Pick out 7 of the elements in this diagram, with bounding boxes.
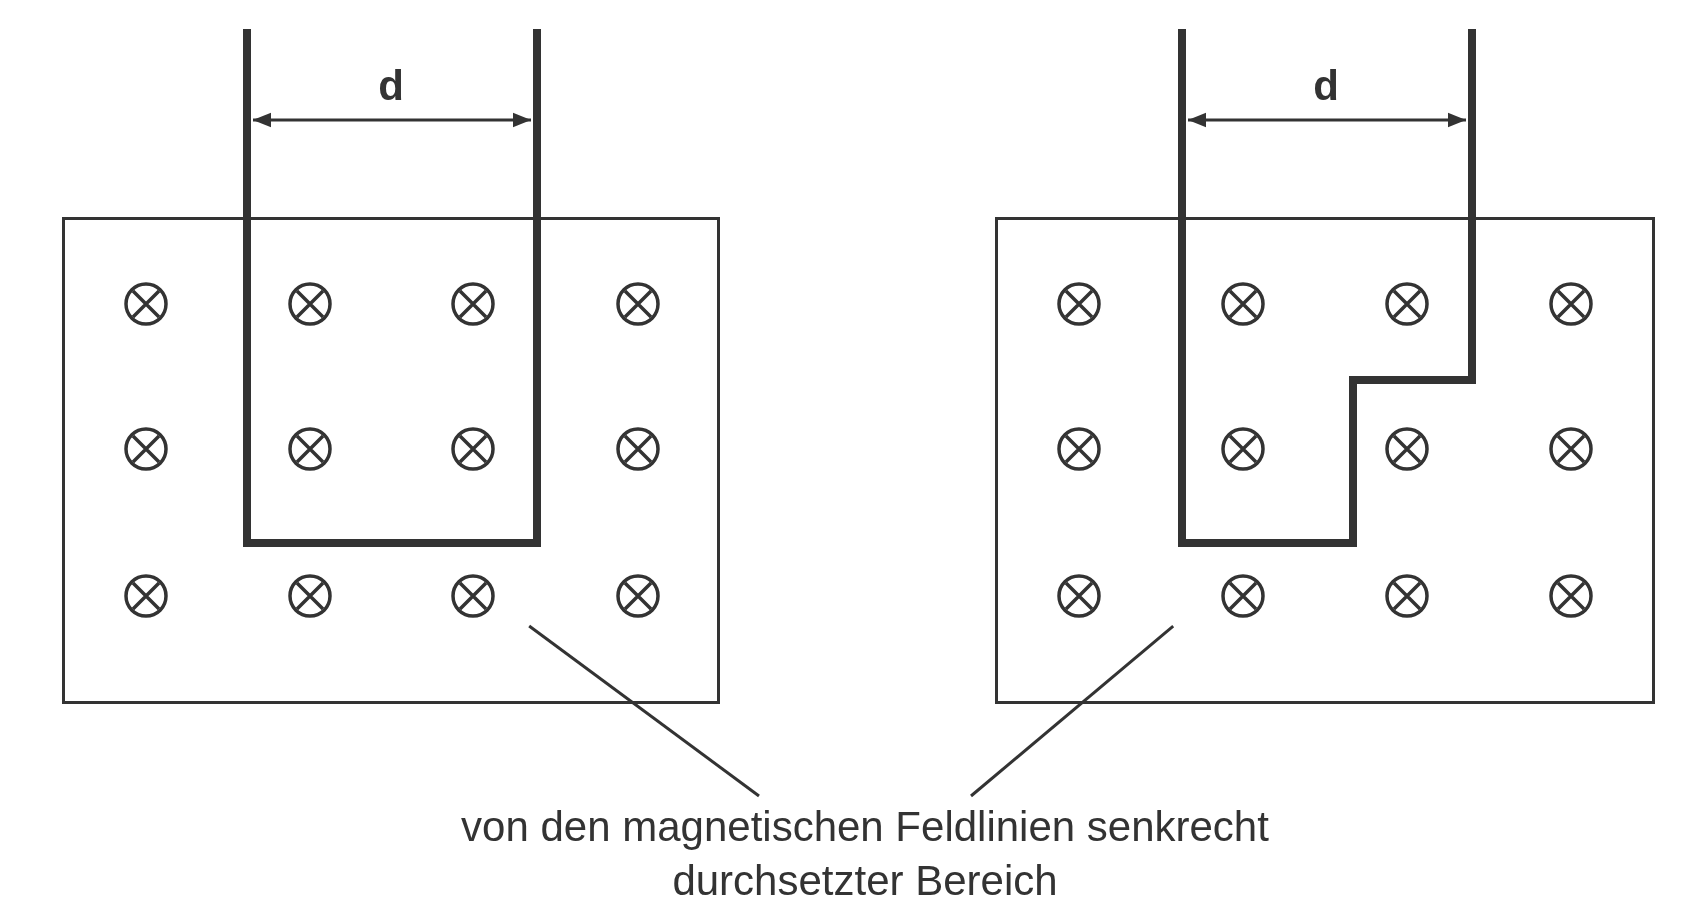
leader-line: [970, 624, 1175, 798]
magnetic-field-region: [62, 217, 720, 704]
dimension-label: d: [378, 62, 404, 110]
magnetic-field-region: [995, 217, 1655, 704]
dimension-label: d: [1313, 62, 1339, 110]
annotation-text: von den magnetischen Feldlinien senkrecht durchsetzter Bereich: [395, 800, 1335, 912]
leader-line: [528, 624, 760, 798]
